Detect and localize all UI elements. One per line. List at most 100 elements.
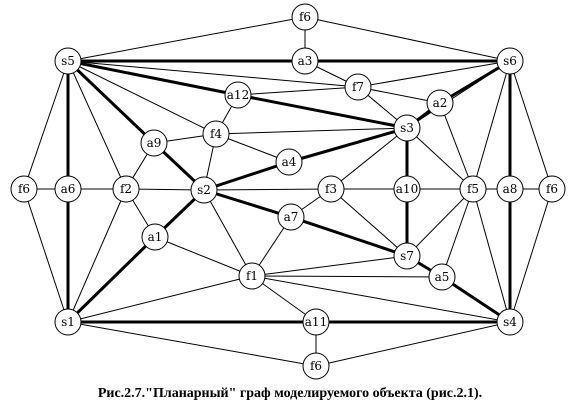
- node-a4: a4: [275, 148, 303, 176]
- node-label: a4: [282, 155, 297, 169]
- edge-s1-f2: [67, 188, 127, 323]
- edge-bottom_f6-s4: [315, 321, 511, 367]
- node-label: f3: [325, 182, 337, 196]
- edge-s1-a1: [66, 235, 157, 324]
- node-s6: s6: [496, 47, 524, 75]
- node-circle: [496, 47, 524, 75]
- node-label: s3: [400, 121, 414, 135]
- edge-s2-f1: [203, 189, 253, 277]
- node-s7: s7: [393, 242, 421, 270]
- node-a2: a2: [426, 89, 454, 117]
- edge-s4-a5: [441, 275, 511, 324]
- node-circle: [112, 175, 140, 203]
- node-a12: a12: [224, 81, 252, 109]
- node-circle: [277, 203, 305, 231]
- node-circle: [224, 81, 252, 109]
- node-circle: [54, 47, 82, 75]
- node-f4: f4: [202, 120, 230, 148]
- edge-a12-s3: [237, 93, 408, 130]
- edge-s5-a12: [67, 59, 239, 97]
- node-circle: [344, 73, 372, 101]
- node-s4: s4: [496, 308, 524, 336]
- node-circle: [393, 242, 421, 270]
- edge-f5-a5: [441, 188, 474, 278]
- node-label: s7: [400, 249, 414, 263]
- node-a8: a8: [496, 175, 524, 203]
- node-circle: [10, 175, 38, 203]
- edge-s5-f4: [67, 60, 217, 135]
- edge-s2-f3: [203, 188, 332, 191]
- node-f3: f3: [317, 175, 345, 203]
- node-circle: [393, 114, 421, 142]
- node-a11: a11: [302, 308, 330, 336]
- node-a1: a1: [141, 223, 169, 251]
- node-left_f6: f6: [10, 175, 38, 203]
- edge-s6-s3: [406, 60, 511, 129]
- node-f1: f1: [238, 262, 266, 290]
- edge-f5-a2: [439, 102, 474, 190]
- edge-s5-f2: [67, 60, 127, 190]
- node-label: a7: [284, 210, 299, 224]
- node-a7: a7: [277, 203, 305, 231]
- node-label: a8: [503, 182, 518, 196]
- node-circle: [317, 175, 345, 203]
- node-circle: [496, 308, 524, 336]
- node-label: f4: [210, 127, 222, 141]
- node-circle: [459, 175, 487, 203]
- node-s1: s1: [54, 308, 82, 336]
- node-right_f6: f6: [538, 175, 566, 203]
- node-s2: s2: [190, 176, 218, 204]
- node-label: f6: [299, 10, 311, 24]
- node-circle: [302, 308, 330, 336]
- edge-f5-s7: [406, 188, 474, 257]
- node-label: a6: [61, 182, 76, 196]
- node-a9: a9: [140, 129, 168, 157]
- edge-s5-f7: [67, 60, 359, 88]
- edge-s1-bottom_f6: [67, 321, 317, 367]
- node-f5: f5: [459, 175, 487, 203]
- edge-s4-f5: [472, 188, 511, 323]
- node-label: f6: [310, 359, 322, 373]
- node-circle: [393, 175, 421, 203]
- edge-f1-a5: [251, 275, 443, 278]
- node-label: f6: [546, 182, 558, 196]
- node-s5: s5: [54, 47, 82, 75]
- node-a10: a10: [393, 175, 421, 203]
- node-circle: [202, 120, 230, 148]
- figure-caption: Рис.2.7."Планарный" граф моделируемого о…: [97, 386, 483, 401]
- edge-left_f6-s1: [23, 188, 69, 323]
- node-f2: f2: [112, 175, 140, 203]
- node-f7: f7: [344, 73, 372, 101]
- node-label: s1: [61, 315, 75, 329]
- node-label: a5: [435, 270, 450, 284]
- node-s3: s3: [393, 114, 421, 142]
- node-label: a9: [147, 136, 162, 150]
- node-a5: a5: [428, 263, 456, 291]
- node-label: a11: [305, 315, 327, 329]
- node-circle: [426, 89, 454, 117]
- node-circle: [141, 223, 169, 251]
- edge-s2-a4: [203, 160, 290, 192]
- node-circle: [302, 352, 330, 380]
- node-label: s6: [503, 54, 517, 68]
- node-top_f6: f6: [291, 3, 319, 31]
- node-label: a12: [227, 88, 249, 102]
- node-label: a10: [396, 182, 418, 196]
- node-circle: [54, 175, 82, 203]
- node-circle: [291, 47, 319, 75]
- edge-s6-f5: [472, 60, 511, 190]
- node-bottom_f6: f6: [302, 352, 330, 380]
- node-circle: [238, 262, 266, 290]
- edge-f7-a2: [357, 86, 441, 104]
- node-circle: [291, 3, 319, 31]
- edge-right_f6-s4: [509, 188, 553, 323]
- node-circle: [496, 175, 524, 203]
- edge-f4-s3: [215, 127, 408, 135]
- node-label: s2: [197, 183, 211, 197]
- edge-s5-a9: [66, 59, 156, 145]
- node-label: a2: [433, 96, 448, 110]
- node-circle: [538, 175, 566, 203]
- node-label: f5: [467, 182, 479, 196]
